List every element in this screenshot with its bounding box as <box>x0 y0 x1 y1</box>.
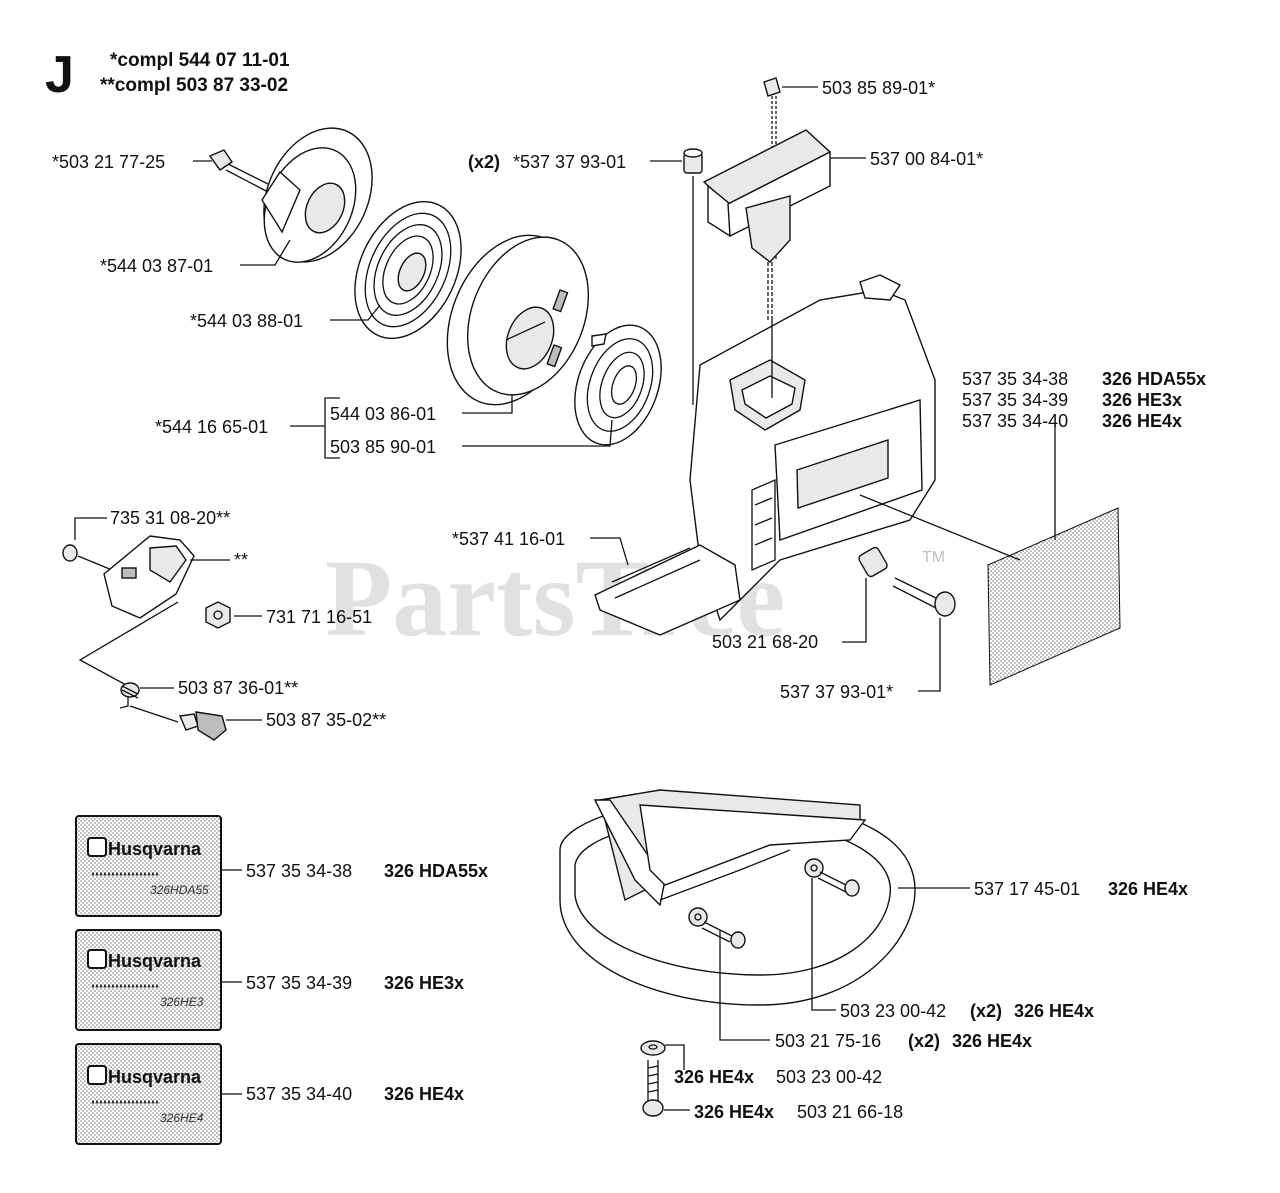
cover-plate-part <box>594 544 741 636</box>
leader-recoil-spring <box>462 419 613 447</box>
label-choke-part: ** <box>234 550 248 570</box>
choke-washer-part <box>62 544 78 562</box>
sticker-brand: Husqvarna <box>108 839 202 859</box>
label-guard-washer-num: 503 23 00-42 <box>840 1001 946 1021</box>
guard-washer-part <box>688 858 824 927</box>
header-line-2: **compl 503 87 33-02 <box>100 75 288 96</box>
bracket-rope-pulley-group <box>290 397 340 459</box>
watermark-trademark: TM <box>922 549 945 566</box>
sticker-code: 326HDA55 <box>150 883 209 897</box>
label-sticker-a-num: 537 35 34-38 <box>246 861 352 881</box>
guard-screw-part <box>701 871 860 949</box>
label-cover-screw: 503 21 68-20 <box>712 632 818 652</box>
leader-choke-washer <box>74 517 107 540</box>
label-screw-top: *503 21 77-25 <box>52 152 165 172</box>
label-sticker-c-model: 326 HE4x <box>384 1084 464 1104</box>
label-bushing-qty: (x2) <box>468 152 500 172</box>
choke-nut-part <box>205 601 231 629</box>
line-choke-axis <box>77 555 113 571</box>
section-letter: J <box>45 46 74 104</box>
bushing-part <box>683 148 703 174</box>
foot-washer-part <box>640 1040 666 1056</box>
label-guard-washer-model: 326 HE4x <box>1014 1001 1094 1021</box>
label-guard-num: 537 17 45-01 <box>974 879 1080 899</box>
sticker-brand: Husqvarna <box>108 951 202 971</box>
label-foot-screw-num: 503 21 66-18 <box>797 1102 903 1122</box>
recoil-spring-part <box>574 324 662 446</box>
line-knob-axis <box>129 705 179 723</box>
label-foot-washer-num: 503 23 00-42 <box>776 1067 882 1087</box>
label-handle: 537 00 84-01* <box>870 149 983 169</box>
leader-cover-screw <box>842 578 867 643</box>
label-rope: 503 85 89-01* <box>822 78 935 98</box>
label-foot-washer-model: 326 HE4x <box>674 1067 754 1087</box>
sticker-hda55: Husqvarna 326HDA55 <box>75 815 222 917</box>
label-rope-pulley-group: *544 16 65-01 <box>155 417 268 437</box>
label-sticker-b-model: 326 HE3x <box>384 973 464 993</box>
starter-housing-part <box>689 274 936 622</box>
label-pulley-hub: *544 03 87-01 <box>100 256 213 276</box>
screw-part <box>208 149 273 193</box>
sticker-code: 326HE4 <box>160 1111 204 1125</box>
label-nut: 731 71 16-51 <box>266 607 372 627</box>
decal-panel <box>987 507 1121 686</box>
label-choke-washer: 735 31 08-20** <box>110 508 230 528</box>
guard-part <box>559 789 916 1006</box>
pulley-hub-part <box>261 127 373 263</box>
label-decal-c-model: 326 HE4x <box>1102 411 1182 431</box>
foot-screw-part <box>642 1060 664 1117</box>
leader-guard-screw <box>719 930 770 1041</box>
label-sticker-c-num: 537 35 34-40 <box>246 1084 352 1104</box>
sticker-code: 326HE3 <box>160 995 204 1009</box>
label-sticker-a-model: 326 HDA55x <box>384 861 488 881</box>
leader-cover-plate <box>590 537 629 566</box>
spring-cover-part <box>354 200 462 340</box>
label-decal-b-model: 326 HE3x <box>1102 390 1182 410</box>
leader-foot-washer <box>665 1044 685 1070</box>
label-bushing-bottom: 537 37 93-01* <box>780 682 893 702</box>
rope-pulley-part <box>446 234 590 406</box>
label-spring-cover: *544 03 88-01 <box>190 311 303 331</box>
sticker-he3: Husqvarna 326HE3 <box>75 929 222 1031</box>
label-guard-washer-qty: (x2) <box>970 1001 1002 1021</box>
label-bushing: *537 37 93-01 <box>513 152 626 172</box>
leader-spring-cover <box>330 304 381 321</box>
sticker-brand: Husqvarna <box>108 1067 202 1087</box>
label-foot-screw-model: 326 HE4x <box>694 1102 774 1122</box>
choke-knob-part <box>178 711 227 741</box>
label-guard-screw-num: 503 21 75-16 <box>775 1031 881 1051</box>
cover-screw-part <box>858 546 956 617</box>
label-guard-model: 326 HE4x <box>1108 879 1188 899</box>
leader-rope-pulley <box>462 395 513 414</box>
leader-pulley-hub <box>240 239 291 266</box>
label-recoil-spring: 503 85 90-01 <box>330 437 436 457</box>
leader-bushing-bottom <box>918 618 941 692</box>
label-guard-screw-qty: (x2) <box>908 1031 940 1051</box>
label-guard-screw-model: 326 HE4x <box>952 1031 1032 1051</box>
header-line-1: *compl 544 07 11-01 <box>110 50 290 71</box>
label-small-spring: 503 87 36-01** <box>178 678 298 698</box>
label-decal-b-num: 537 35 34-39 <box>962 390 1068 410</box>
leader-guard-washer <box>811 878 836 1011</box>
sticker-he4: Husqvarna 326HE4 <box>75 1043 222 1145</box>
small-spring-part <box>120 682 140 699</box>
label-cover-plate: *537 41 16-01 <box>452 529 565 549</box>
choke-lever-part <box>103 535 195 619</box>
label-decal-a-num: 537 35 34-38 <box>962 369 1068 389</box>
leader-decal-direction <box>859 494 1021 561</box>
label-decal-a-model: 326 HDA55x <box>1102 369 1206 389</box>
label-sticker-b-num: 537 35 34-39 <box>246 973 352 993</box>
label-choke-knob: 503 87 35-02** <box>266 710 386 730</box>
rope-handle-part <box>702 77 832 320</box>
label-rope-pulley: 544 03 86-01 <box>330 404 436 424</box>
label-decal-c-num: 537 35 34-40 <box>962 411 1068 431</box>
